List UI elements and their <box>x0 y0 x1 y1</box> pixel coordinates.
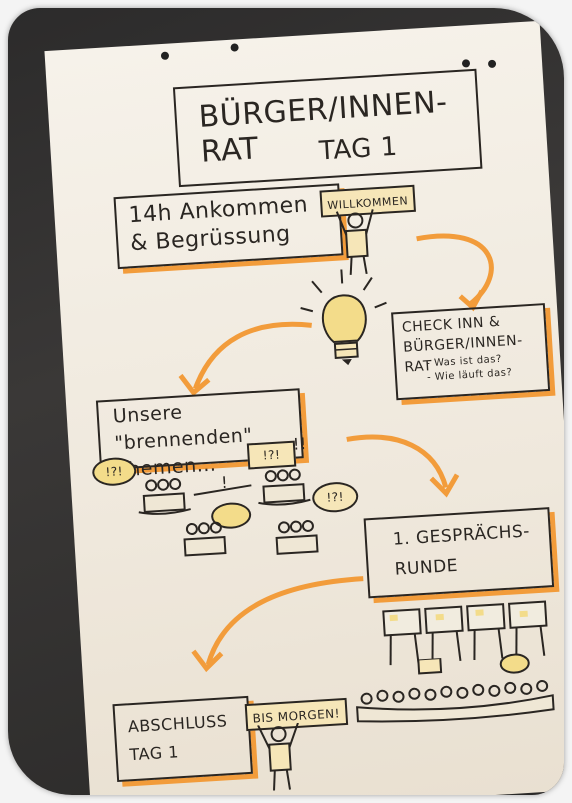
round-box: 1. GESPRÄCHS- RUNDE <box>363 507 555 599</box>
title-line-2: TAG 1 <box>318 131 399 167</box>
crowd-group <box>138 468 319 557</box>
welcome-person <box>335 209 374 275</box>
closing-person <box>257 722 299 791</box>
photo-frame: BÜRGER/INNEN-RAT TAG 1 14h Ankommen & Be… <box>8 8 564 795</box>
flipchart-paper: BÜRGER/INNEN-RAT TAG 1 14h Ankommen & Be… <box>44 20 564 795</box>
large-crowd <box>356 653 555 723</box>
arrow-to-topics <box>178 321 312 397</box>
arrow-to-closing <box>191 576 364 673</box>
arrival-box: 14h Ankommen & Begrüssung <box>113 183 344 270</box>
round-text: 1. GESPRÄCHS- RUNDE <box>392 521 531 580</box>
checkin-text: CHECK INN & BÜRGER/INNEN-RAT <box>401 313 524 376</box>
closing-box: ABSCHLUSS TAG 1 <box>112 695 253 783</box>
exclamation-mark: !! <box>292 433 308 454</box>
hole <box>230 43 239 52</box>
lightbulb-icon <box>300 269 387 366</box>
arrival-text: 14h Ankommen & Begrüssung <box>127 192 309 257</box>
hole <box>160 51 169 60</box>
flipchart-holes <box>160 43 497 68</box>
hole <box>488 59 497 68</box>
checkin-box: CHECK INN & BÜRGER/INNEN-RAT - Was ist d… <box>391 303 551 401</box>
title-box: BÜRGER/INNEN-RAT TAG 1 <box>172 68 483 188</box>
hole <box>461 59 470 68</box>
arrow-to-round <box>346 434 460 498</box>
pinboards <box>382 600 548 666</box>
arrow-to-checkin <box>416 233 494 312</box>
closing-text: ABSCHLUSS TAG 1 <box>127 711 228 765</box>
